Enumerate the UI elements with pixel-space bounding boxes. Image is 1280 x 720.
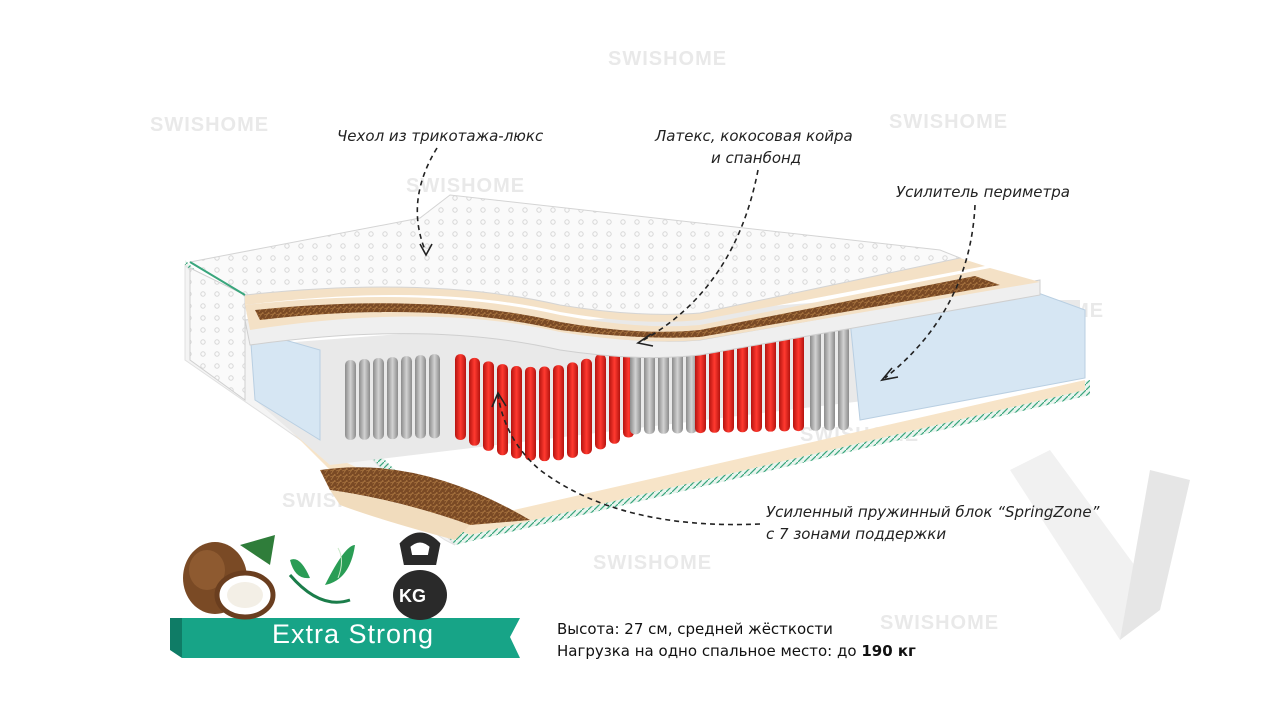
spring-column	[483, 361, 494, 451]
spring-column	[709, 334, 720, 433]
spring-column	[497, 364, 508, 456]
spring-column	[686, 336, 697, 434]
product-ribbon	[182, 618, 520, 658]
spring-column	[567, 362, 578, 458]
spring-column	[723, 333, 734, 433]
spring-column	[415, 355, 426, 439]
spring-column	[359, 359, 370, 440]
spring-column	[469, 357, 480, 446]
watermark: SWISHOME	[608, 48, 728, 70]
spring-column	[779, 329, 790, 432]
spec-load-value: 190 кг	[861, 642, 916, 660]
watermark: SWISHOME	[593, 552, 713, 574]
spring-column	[455, 354, 466, 441]
kettlebell-icon	[393, 532, 447, 620]
spring-column	[553, 365, 564, 461]
spring-column	[838, 325, 849, 431]
watermark: SWISHOME	[889, 111, 1009, 133]
latex-callout-line1: Латекс, кокосовая койра	[655, 127, 853, 145]
spring-column	[401, 356, 412, 439]
spring-column	[658, 338, 669, 434]
watermark: SWISHOME	[406, 175, 526, 197]
spring-column	[609, 348, 620, 444]
spec-height-firmness: Высота: 27 см, средней жёсткости	[557, 620, 833, 638]
spring-column	[644, 339, 655, 435]
spring-column	[387, 357, 398, 440]
spring-column	[765, 330, 776, 432]
cover-callout: Чехол из трикотажа-люкс	[337, 127, 544, 145]
spec-load: Нагрузка на одно спальное место: до 190 …	[557, 640, 916, 662]
product-name: Extra Strong	[272, 619, 435, 649]
spring-column	[345, 360, 356, 440]
spring-column	[581, 358, 592, 455]
spring-column	[539, 366, 550, 462]
spring-column	[525, 366, 536, 461]
coconut-icon	[183, 535, 276, 620]
spring-column	[630, 340, 641, 435]
spec-load-label: Нагрузка на одно спальное место: до	[557, 642, 862, 660]
spring-column	[824, 326, 835, 431]
spring-block	[345, 325, 849, 462]
watermark: SWISHOME	[150, 114, 270, 136]
watermark: SWISHOME	[880, 612, 1000, 634]
spring-column	[429, 354, 440, 439]
spring-column	[793, 328, 804, 432]
leaf-icon	[288, 545, 355, 604]
spring-column	[511, 365, 522, 459]
spring-column	[373, 358, 384, 440]
spring-column	[737, 332, 748, 433]
spring-callout-line2: с 7 зонами поддержки	[766, 525, 947, 543]
spring-column	[810, 327, 821, 431]
latex-callout-line2: и спанбонд	[711, 149, 802, 167]
spring-column	[695, 335, 706, 434]
spring-callout-line1: Усиленный пружинный блок “SpringZone”	[766, 503, 1100, 521]
kettlebell-label: KG	[399, 586, 426, 606]
spring-column	[595, 354, 606, 450]
perimeter-callout: Усилитель периметра	[896, 183, 1070, 201]
spring-column	[672, 337, 683, 434]
spring-column	[751, 331, 762, 432]
